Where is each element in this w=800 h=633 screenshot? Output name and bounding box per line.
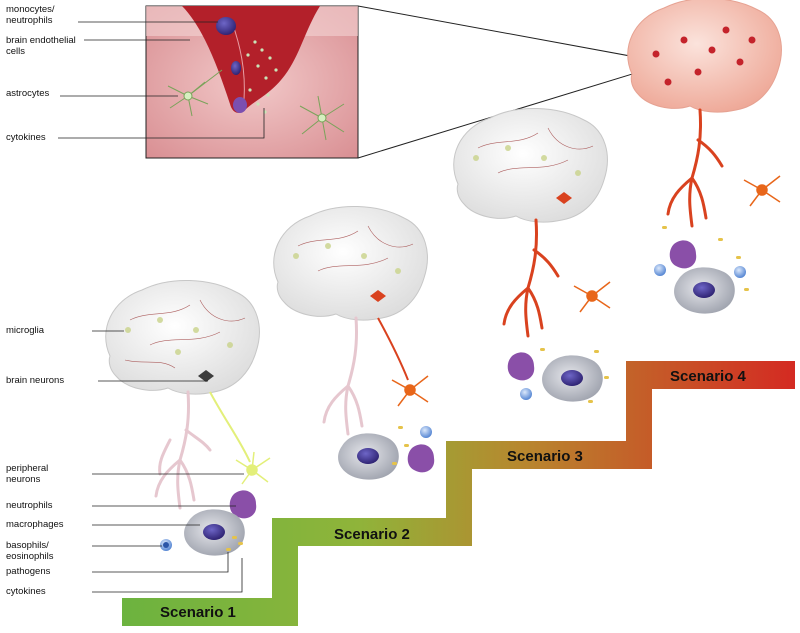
label-cytokines-top: cytokines — [6, 132, 46, 143]
monocyte-cell — [216, 17, 236, 35]
label-astrocytes: astrocytes — [6, 88, 50, 99]
label-cytokines-bottom: cytokines — [6, 586, 46, 597]
neutrophil-3 — [507, 352, 535, 381]
label-basophils-eosinophils: basophils/ eosinophils — [6, 540, 54, 562]
label-neutrophils: neutrophils — [6, 500, 53, 511]
scenario-2-illustration — [273, 205, 435, 480]
label-pathogens: pathogens — [6, 566, 51, 577]
brain-1 — [105, 279, 260, 395]
scenario-staircase — [122, 361, 795, 626]
brain-3 — [453, 107, 608, 223]
macrophage-nucleus-1 — [203, 524, 225, 540]
scenario-1-illustration — [105, 279, 271, 556]
scenario-4-label: Scenario 4 — [670, 368, 747, 385]
neutrophil-4 — [669, 240, 697, 269]
label-macrophages: macrophages — [6, 519, 64, 530]
neutrophil-1 — [229, 490, 257, 519]
scenario-4-illustration — [627, 0, 782, 314]
label-brain-neurons: brain neurons — [6, 375, 65, 386]
peripheral-neuron-4 — [743, 175, 781, 207]
scenario-3-label: Scenario 3 — [507, 448, 583, 465]
scenario-2-label: Scenario 2 — [334, 526, 410, 543]
astrocyte-right — [299, 95, 345, 141]
brain-neuron-1 — [198, 370, 214, 382]
scenario-1-label: Scenario 1 — [160, 604, 236, 621]
label-peripheral-neurons: peripheral neurons — [6, 463, 49, 485]
astrocyte-left — [167, 69, 223, 117]
label-microglia: microglia — [6, 325, 45, 336]
basophil-4 — [654, 264, 666, 276]
neutrophil-2 — [407, 444, 435, 473]
basophil-3 — [520, 388, 532, 400]
label-brain-endothelial-cells: brain endothelial cells — [6, 35, 76, 57]
transmigrating-cell — [231, 61, 241, 75]
peripheral-neuron-2 — [391, 375, 429, 407]
scenario-3-illustration — [453, 107, 611, 403]
brain-2 — [273, 205, 428, 321]
label-monocytes-neutrophils: monocytes/ neutrophils — [6, 4, 55, 26]
peripheral-neuron-1 — [235, 451, 271, 485]
peripheral-neuron-3 — [573, 281, 611, 313]
brain-4 — [627, 0, 782, 113]
basophil-2 — [420, 426, 432, 438]
bbb-inset — [145, 5, 359, 159]
blood-vessel — [182, 6, 320, 113]
